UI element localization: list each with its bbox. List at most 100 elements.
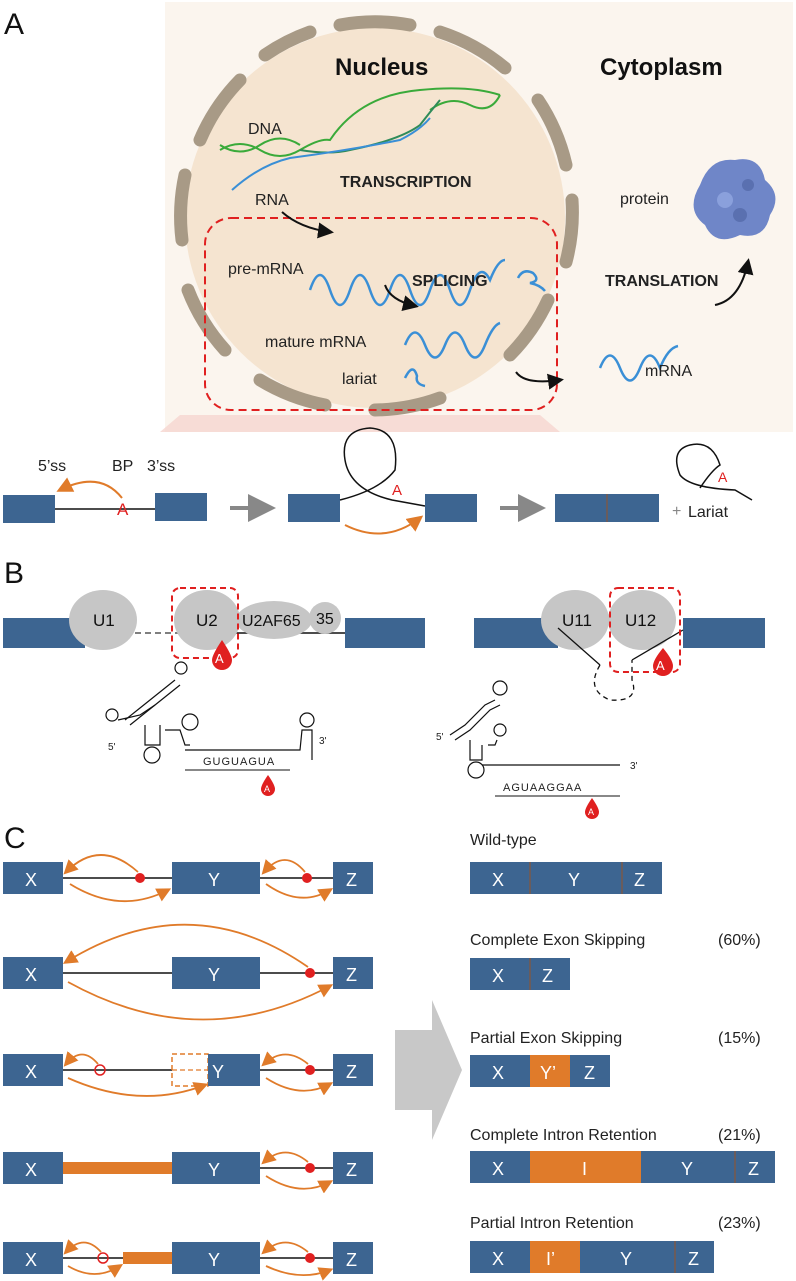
u2-snrna-structure (105, 661, 315, 764)
exon-x (3, 862, 63, 894)
u2-highlight-box (171, 587, 239, 659)
exon-x-label: X (25, 870, 37, 890)
u2af65-label: U2AF65 (242, 613, 301, 630)
exon-z-label: Z (346, 1250, 357, 1270)
minor-intron-ends (557, 627, 684, 666)
exon-y-label: Y (681, 1159, 693, 1179)
exon-y-partial-label: Y’ (540, 1063, 556, 1083)
lariat-product-a: A (718, 469, 728, 485)
exon-x-label: X (25, 1160, 37, 1180)
major-3prime-label: 3' (319, 736, 327, 747)
nucleus-label: Nucleus (335, 54, 428, 81)
dna-label: DNA (248, 121, 282, 138)
scheme-partial-intron-retention: X Y Z (3, 1239, 373, 1281)
exon-x-label: X (25, 965, 37, 985)
exon-x-label: X (25, 1250, 37, 1270)
exon-1-pre (3, 495, 55, 523)
major-exon-right (345, 618, 425, 648)
lariat-product-label: Lariat (688, 504, 729, 521)
mature-mrna-strand (403, 321, 501, 359)
cytoplasm-mrna-strand (598, 344, 679, 382)
u1-label: U1 (93, 611, 115, 630)
background-shade (160, 415, 560, 432)
exon-z-label: Z (584, 1063, 595, 1083)
minor-branch-drop (653, 648, 673, 676)
u12-label: U12 (625, 611, 656, 630)
exon-z-label: Z (634, 870, 645, 890)
cryptic-branch-point (94, 1064, 106, 1076)
minor-5prime-label: 5' (436, 732, 444, 743)
u2af35 (309, 602, 341, 634)
exon-1-mid (288, 494, 340, 522)
protein-label: protein (620, 191, 669, 208)
exon-z-label: Z (346, 870, 357, 890)
panel-b-label: B (4, 557, 24, 590)
scheme-wild-type: X Y Z (3, 854, 373, 903)
exon-x-label: X (25, 1062, 37, 1082)
outcome-percent: (21%) (718, 1127, 761, 1144)
partially-retained-intron (123, 1252, 172, 1264)
exon-y-label: Y (568, 870, 580, 890)
splicing-arrow (384, 284, 419, 311)
minor-exon-right (683, 618, 765, 648)
exon-z-label: Z (346, 1062, 357, 1082)
outcome-partial-exon-skipping: Partial Exon Skipping (15%) X Y’ Z (470, 1030, 761, 1087)
u2-snrnp (174, 590, 240, 650)
transcription-label: TRANSCRIPTION (340, 174, 472, 191)
panel-c-label: C (4, 822, 26, 855)
minor-branch-a: A (656, 658, 665, 673)
intermediate-a: A (392, 482, 402, 499)
transcription-arrow (281, 211, 334, 239)
minor-seq-branch-a: A (588, 807, 594, 817)
u12-snrna-structure (449, 680, 620, 779)
translation-arrow (714, 258, 754, 306)
exon-y-label: Y (208, 870, 220, 890)
u12-snrnp (608, 590, 676, 650)
bp-label: BP (112, 458, 133, 475)
pre-mrna-label: pre-mRNA (228, 261, 304, 278)
outcome-arrow (395, 1000, 462, 1140)
excised-lariat-small (516, 270, 546, 292)
minor-seq-branch-drop (585, 798, 599, 819)
translation-label: TRANSLATION (605, 273, 718, 290)
exon-z-label: Z (748, 1159, 759, 1179)
exon-z-label: Z (346, 1160, 357, 1180)
splicing-highlight-box (204, 217, 558, 411)
exon-z (333, 862, 373, 894)
mature-mrna-label: mature mRNA (265, 334, 367, 351)
major-branch-sequence: GUGUAGUA (203, 756, 275, 768)
retained-intron (63, 1162, 172, 1174)
exon-z-label: Z (688, 1249, 699, 1269)
second-step-arrow (344, 515, 424, 535)
outcome-percent: (15%) (718, 1030, 761, 1047)
major-5prime-label: 5' (108, 742, 116, 753)
outcome-wild-type: Wild-type X Y Z (470, 832, 662, 894)
mrna-label: mRNA (645, 363, 692, 380)
five-ss-label: 5’ss (38, 458, 66, 475)
branch-point-a: A (117, 500, 129, 519)
three-ss-label: 3’ss (147, 458, 175, 475)
scheme-complete-intron-retention: X Y Z (3, 1149, 373, 1194)
branch-point (135, 873, 145, 883)
lariat-shape (403, 368, 426, 388)
skipped-exon-portion (171, 1053, 209, 1087)
major-branch-drop (212, 640, 232, 670)
outcome-label: Wild-type (470, 832, 537, 849)
lariat-intermediate (339, 427, 426, 507)
panel-b: B U1 U2 U2AF65 35 A 5' (3, 557, 765, 819)
exon-z-label: Z (346, 965, 357, 985)
panel-a-label: A (4, 8, 24, 41)
splicing-mechanism: 5’ss BP 3’ss A A + Lariat A (3, 427, 753, 535)
outcome-complete-exon-skipping: Complete Exon Skipping (60%) X Z (470, 932, 761, 990)
minor-3prime-label: 3' (630, 761, 638, 772)
panel-c: C X Y Z X Y Z (3, 822, 775, 1281)
panel-a: A DNA RNA TRANS (4, 2, 793, 432)
outcome-percent: (60%) (718, 932, 761, 949)
exon-2-pre (155, 493, 207, 521)
branch-point (302, 873, 312, 883)
exon-x-label: X (492, 1159, 504, 1179)
u11-snrnp (541, 590, 609, 650)
outcome-percent: (23%) (718, 1215, 761, 1232)
scheme-partial-exon-skipping: X Y Z (3, 1051, 373, 1097)
